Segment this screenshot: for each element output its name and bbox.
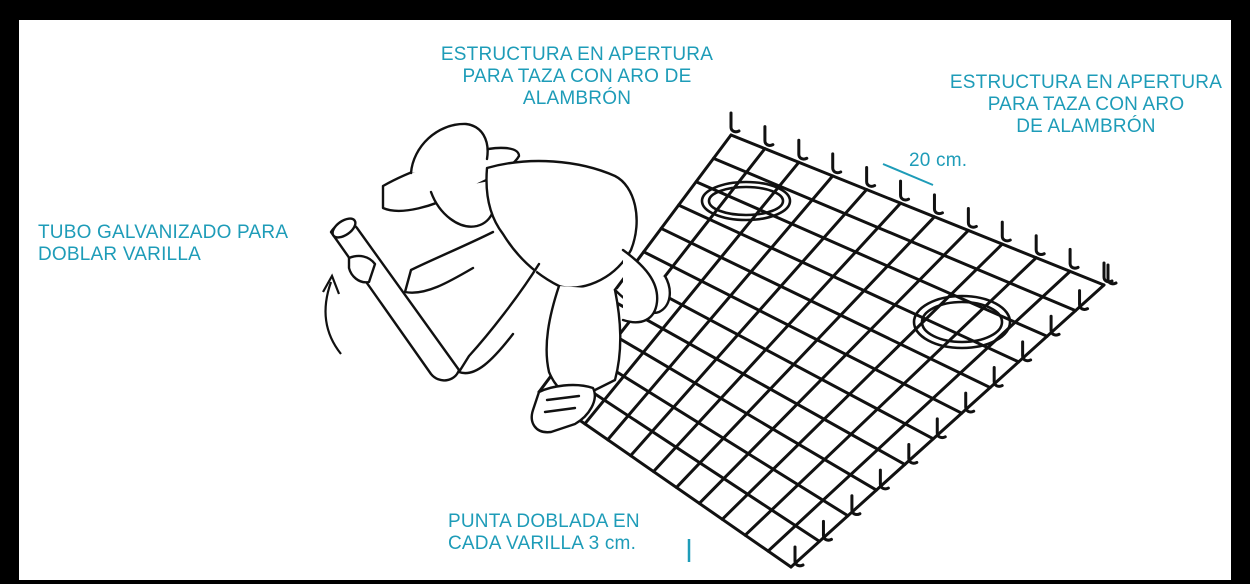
- rebar-transverse: [589, 320, 878, 492]
- label-bent-tip: PUNTA DOBLADA EN CADA VARILLA 3 cm.: [448, 511, 640, 555]
- rebar-transverse: [677, 203, 1021, 364]
- rebar-bent-tip: [729, 111, 741, 134]
- wire-ring-opening-1-inner: [707, 185, 785, 217]
- rebar-bent-tip: [932, 193, 944, 216]
- rebar-longitudinal: [743, 256, 1038, 537]
- label-line: PUNTA DOBLADA EN: [448, 511, 640, 532]
- rebar-longitudinal: [766, 269, 1072, 553]
- rebar-longitudinal: [697, 228, 970, 505]
- rebar-bent-tip: [793, 545, 805, 568]
- label-line: ESTRUCTURA EN APERTURA: [949, 72, 1223, 93]
- label-line: ALAMBRÓN: [522, 88, 632, 109]
- wire-ring-opening-1: [700, 180, 792, 222]
- label-opening-structure-right: ESTRUCTURA EN APERTURA PARA TAZA CON ARO…: [941, 72, 1231, 138]
- worker-figure: [329, 122, 671, 434]
- rebar-bent-tip: [797, 138, 809, 161]
- label-line: DE ALAMBRÓN: [1016, 116, 1156, 137]
- rebar-bent-tip: [1078, 289, 1090, 311]
- label-line: DOBLAR VARILLA: [38, 244, 201, 265]
- rebar-longitudinal: [652, 201, 903, 474]
- label-line: CADA VARILLA 3 cm.: [448, 533, 637, 554]
- rebar-longitudinal: [674, 215, 936, 489]
- rebar-bent-tip: [865, 166, 877, 188]
- rebar-transverse: [712, 156, 1078, 313]
- rebar-bent-tip: [850, 494, 862, 517]
- rebar-transverse: [607, 297, 907, 466]
- label-line: TUBO GALVANIZADO PARA: [38, 222, 289, 243]
- spacing-dimension-line: [882, 163, 934, 186]
- rotation-arrow: [324, 281, 342, 355]
- rebar-transverse: [554, 367, 821, 543]
- rebar-grid-illustration: [322, 111, 1118, 569]
- rebar-bent-tip: [821, 519, 833, 542]
- rebar-longitudinal: [720, 242, 1004, 521]
- rebar-bent-tip: [763, 125, 775, 147]
- rebar-bent-tip: [1021, 340, 1033, 363]
- rebar-transverse: [624, 273, 935, 441]
- rebar-grid: [537, 111, 1118, 569]
- label-opening-structure-center: ESTRUCTURA EN APERTURA PARA TAZA CON ARO…: [427, 44, 727, 110]
- rebar-bent-tip: [992, 366, 1004, 388]
- rebar-bent-tip: [935, 417, 947, 440]
- rebar-transverse: [642, 250, 964, 415]
- label-bending-tube: TUBO GALVANIZADO PARA DOBLAR VARILLA: [38, 222, 288, 266]
- rebar-bent-tip: [831, 152, 843, 175]
- rebar-longitudinal: [583, 160, 801, 426]
- rebar-transverse: [729, 133, 1106, 287]
- wire-ring-opening-2: [912, 294, 1012, 350]
- rebar-bent-tip: [878, 468, 890, 491]
- rebar-bent-tip: [1102, 261, 1114, 284]
- rebar-transverse: [659, 226, 992, 390]
- rebar-longitudinal: [606, 174, 835, 442]
- label-line: ESTRUCTURA EN APERTURA: [440, 44, 714, 65]
- rebar-bent-tip: [966, 206, 978, 229]
- rebar-bent-tip: [899, 179, 911, 202]
- rebar-bent-tip: [907, 442, 919, 465]
- label-spacing: 20 cm.: [909, 150, 967, 172]
- label-line: PARA TAZA CON ARO: [987, 94, 1185, 115]
- rebar-transverse: [694, 180, 1049, 338]
- rebar-bent-tip: [1068, 247, 1080, 270]
- wire-ring-opening-2-inner: [920, 300, 1004, 344]
- rebar-bent-tip: [1049, 314, 1061, 337]
- wire-ring-openings: [700, 180, 1012, 350]
- rebar-bent-tip: [1000, 220, 1012, 243]
- rebar-bent-tip: [964, 391, 976, 414]
- rotation-arrow-head: [322, 273, 341, 295]
- rebar-bent-tip: [1106, 263, 1118, 286]
- spacing-value: 20 cm.: [909, 150, 968, 171]
- rebar-longitudinal: [629, 188, 869, 458]
- rebar-transverse: [572, 343, 850, 518]
- figure-panel: ESTRUCTURA EN APERTURA PARA TAZA CON ARO…: [19, 20, 1231, 580]
- rebar-bent-tip: [1034, 234, 1046, 257]
- label-line: PARA TAZA CON ARO DE: [462, 66, 692, 87]
